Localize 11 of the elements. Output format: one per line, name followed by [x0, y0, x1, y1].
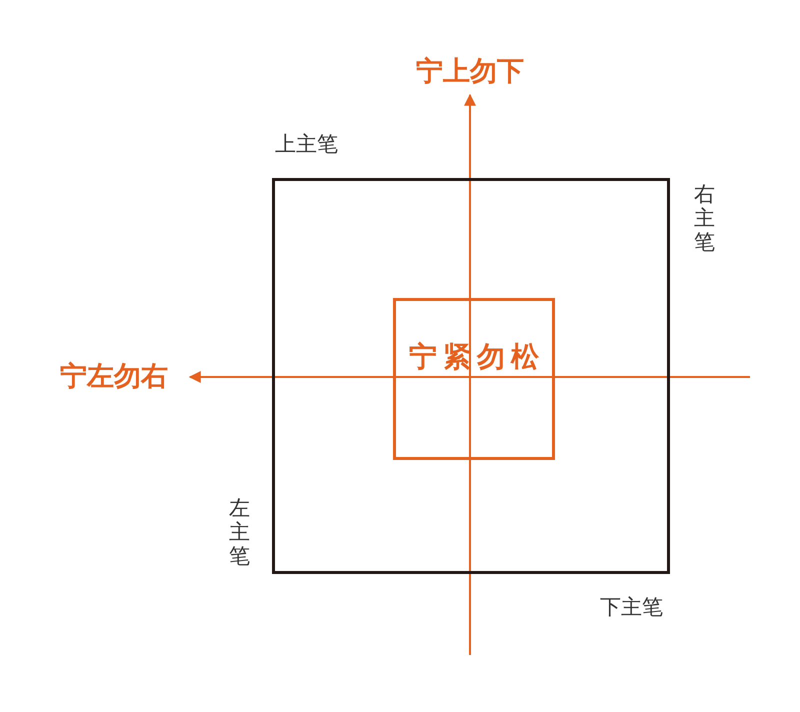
stroke-label: 右主笔	[694, 182, 715, 254]
stroke-label: 下主笔	[600, 597, 663, 618]
arrow	[188, 371, 750, 383]
direction-heading: 宁上勿下	[400, 55, 540, 89]
arrow	[464, 94, 476, 655]
center-text: 宁紧勿松	[408, 343, 546, 371]
stroke-label: 上主笔	[275, 134, 338, 155]
direction-heading: 宁左勿右	[44, 360, 184, 394]
stroke-label: 左主笔	[229, 496, 250, 568]
outer-square	[272, 178, 670, 574]
inner-square	[393, 298, 555, 460]
